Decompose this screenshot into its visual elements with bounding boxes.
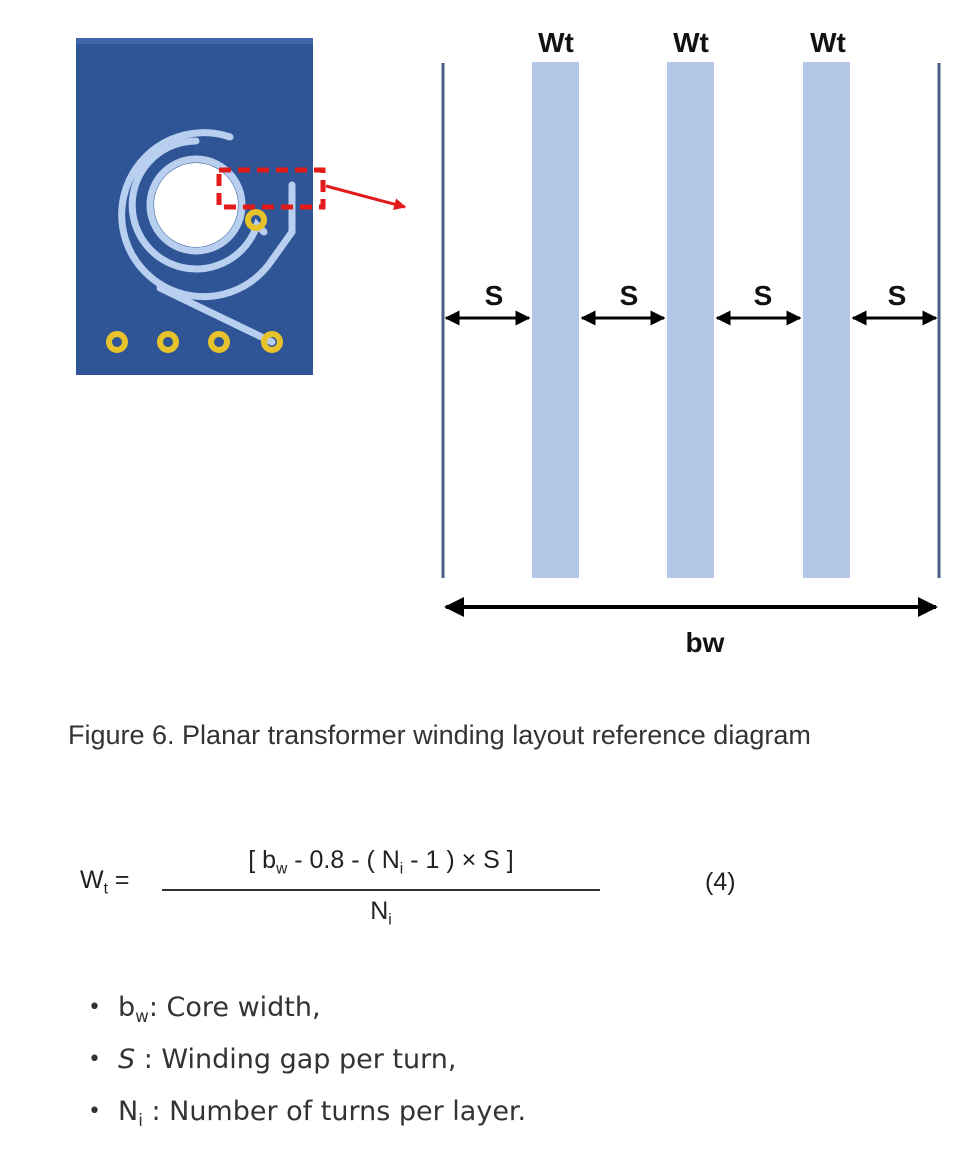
bullet-icon: • [88,995,101,1020]
figure-caption: Figure 6. Planar transformer winding lay… [68,720,811,750]
numerator-close: - 1 ) × S ] [403,846,514,874]
via-pad-inner [245,209,267,231]
definition-core-width: • bw: Core width, [88,982,526,1034]
gap-label-1: S [485,280,504,311]
numerator-ni-subscript: i [399,860,404,878]
pcb-board-illustration [76,38,407,375]
winding-strip-1 [532,62,579,578]
zoom-callout-box [216,167,326,210]
denominator-subscript: i [388,911,392,929]
definition-text: : Winding gap per turn, [135,1044,457,1075]
winding-layout-diagram: Wt Wt Wt S S S S bw [76,27,941,658]
numerator-middle: - 0.8 - ( N [287,846,400,874]
denominator-symbol: N [370,897,389,926]
via-pads [106,209,283,353]
winding-width-label-3: Wt [810,27,846,58]
formula-fraction: [ bw - 0.8 - ( Ni - 1 ) × S ] Ni [162,842,600,939]
gap-label-2: S [620,280,639,311]
formula-lhs: Wt = [80,866,129,898]
numerator-open: [ b [248,846,277,874]
formula-lhs-symbol: W [80,866,104,894]
bullet-icon: • [88,1099,101,1124]
definition-text: : Number of turns per layer. [142,1096,527,1127]
formula-numerator: [ bw - 0.8 - ( Ni - 1 ) × S ] [162,842,600,887]
via-pad-2 [157,331,179,353]
winding-width-formula: Wt = [ bw - 0.8 - ( Ni - 1 ) × S ] Ni (4… [80,838,780,938]
formula-lhs-subscript: t [103,880,108,898]
winding-width-label-2: Wt [673,27,709,58]
variable-definitions: • bw: Core width, • S : Winding gap per tu… [88,982,526,1138]
spiral-winding-trace [118,129,296,346]
gap-label-4: S [888,280,907,311]
pcb-board-edge [76,38,313,44]
winding-strip-3 [803,62,850,578]
definition-symbol: b [118,992,136,1023]
fraction-bar [162,889,600,892]
numerator-bw-subscript: w [276,860,288,878]
definition-symbol: N [118,1096,139,1127]
formula-denominator: Ni [162,893,600,938]
definition-turns-per-layer: • Ni : Number of turns per layer. [88,1086,526,1138]
definition-symbol: S [118,1044,136,1075]
core-width-label: bw [686,627,725,658]
via-pad-1 [106,331,128,353]
equation-number: (4) [705,868,736,896]
formula-equals: = [114,866,130,894]
via-pad-4 [261,331,283,353]
gap-label-3: S [754,280,773,311]
zoom-callout-arrow [325,184,407,211]
bullet-icon: • [88,1047,101,1072]
definition-winding-gap: • S : Winding gap per turn, [88,1034,526,1086]
via-pad-3 [208,331,230,353]
definition-subscript: w [135,1005,149,1026]
definition-text: : Core width, [148,992,321,1023]
winding-strip-2 [667,62,714,578]
definition-subscript: i [138,1109,143,1130]
winding-width-label-1: Wt [538,27,574,58]
